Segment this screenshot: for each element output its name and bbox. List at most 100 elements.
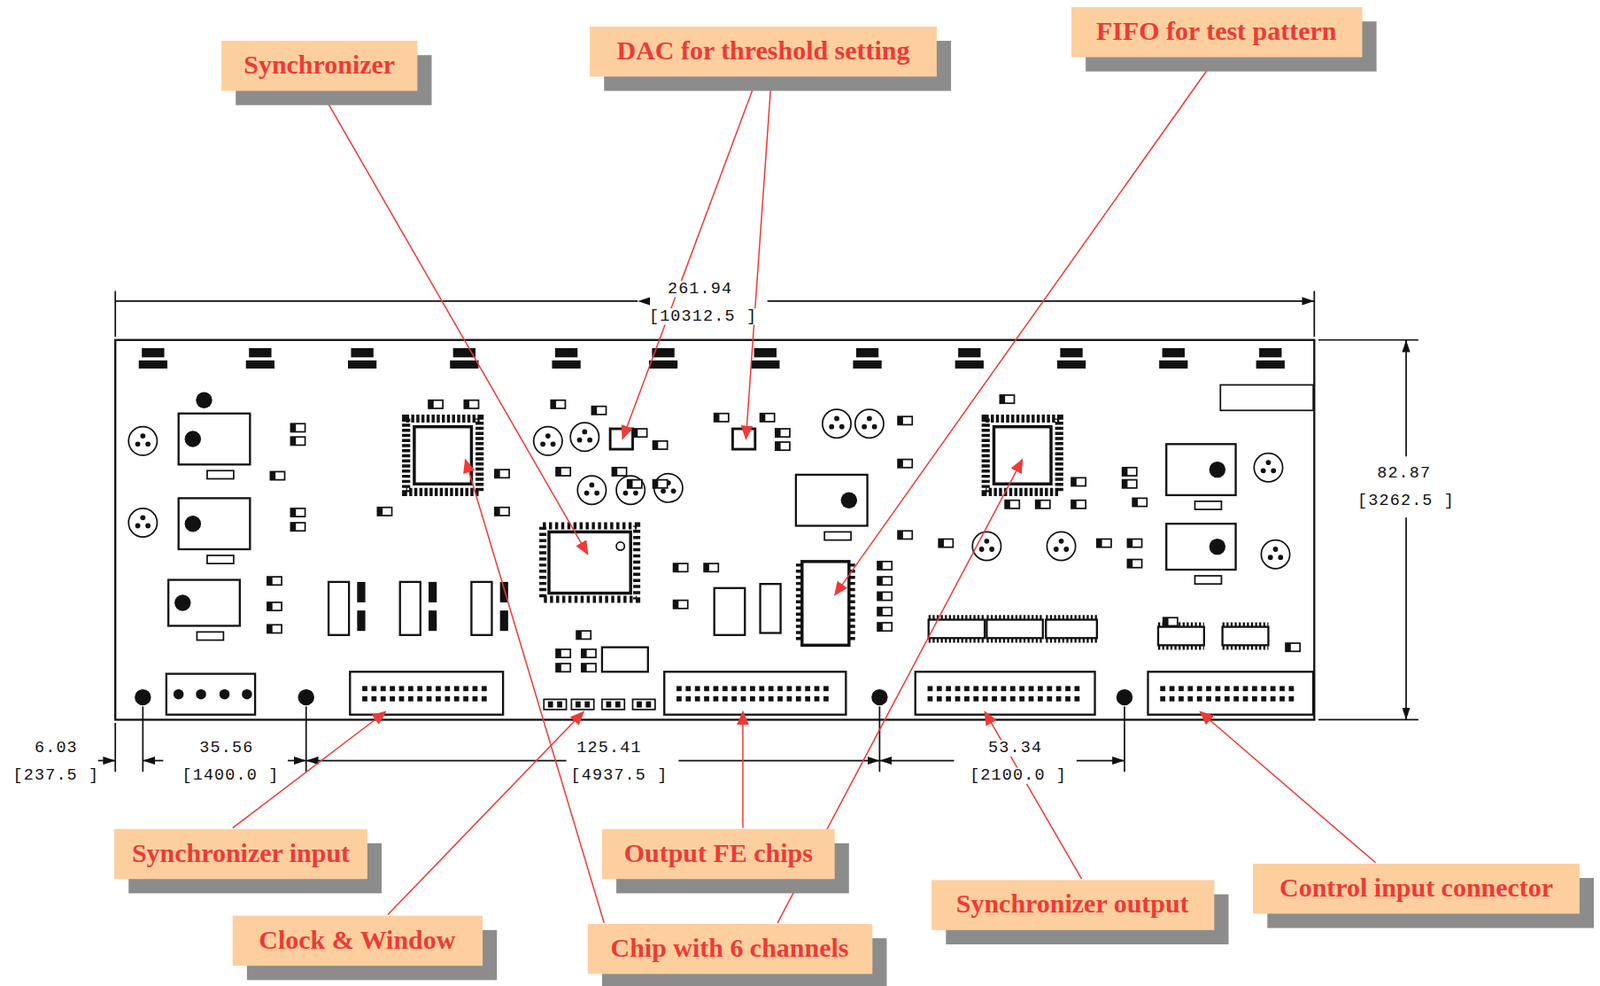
connector-pin <box>703 695 710 702</box>
smd-pad <box>290 423 296 432</box>
callout-label: Clock & Window <box>258 925 456 955</box>
connector-pin <box>1279 695 1285 702</box>
regulator-tab <box>174 594 191 611</box>
connector-pin <box>982 695 989 702</box>
connector-pin <box>1010 695 1016 702</box>
mounting-hole <box>871 688 888 705</box>
connector-pin <box>481 685 487 691</box>
callout-label: Synchronizer input <box>131 839 350 869</box>
connector-pin <box>713 685 719 691</box>
connector-pin <box>1178 695 1184 702</box>
smd-part <box>714 413 729 422</box>
callout-box: Chip with 6 channels <box>587 923 873 974</box>
smd-pad <box>1127 538 1133 547</box>
resistor <box>428 581 437 603</box>
jumper-pad <box>350 347 373 357</box>
connector-pin <box>454 685 460 691</box>
connector-pin <box>713 695 719 702</box>
connector-pin <box>945 695 951 702</box>
connector-pin <box>758 695 765 702</box>
smd-pad <box>377 507 383 516</box>
smd-pad <box>877 576 883 585</box>
jumper-pad <box>1162 347 1185 357</box>
smd-pad <box>877 561 883 570</box>
connector-pin <box>1289 695 1295 702</box>
smd-pad <box>1163 617 1169 626</box>
connector-pin <box>426 695 433 702</box>
smd-pad <box>494 469 501 478</box>
smd-pad <box>1071 500 1077 509</box>
jumper-pin <box>636 701 642 708</box>
transistor-pin <box>135 440 141 447</box>
connector-pin <box>1046 685 1052 691</box>
connector-pin <box>685 695 691 702</box>
connector-pin <box>1056 685 1062 691</box>
resistor <box>428 610 437 631</box>
leader-line <box>984 711 1082 879</box>
jumper-pad <box>852 360 882 369</box>
callout-label: DAC for threshold setting <box>617 37 911 67</box>
smd-pad <box>1035 500 1042 509</box>
smd-part <box>611 467 627 476</box>
connector-pin <box>804 685 811 691</box>
connector-pin <box>768 685 774 691</box>
callout-box: Synchronizer input <box>114 828 368 879</box>
transistor-pin <box>1266 459 1272 465</box>
terminal-pin <box>219 688 231 700</box>
smd-part <box>550 400 565 409</box>
connector-pin <box>731 695 737 702</box>
smd-part <box>1071 500 1086 509</box>
extension-line <box>1318 718 1419 721</box>
resistor <box>356 581 365 603</box>
connector-pin <box>1178 685 1184 691</box>
connector-pin <box>1001 695 1007 702</box>
smd-part <box>267 576 282 585</box>
transistor-pin <box>545 432 551 439</box>
smd-part <box>877 576 892 585</box>
connector-pin <box>768 695 774 702</box>
transistor <box>1046 531 1075 560</box>
connector-pin <box>796 695 802 702</box>
jumper-pin <box>575 701 581 708</box>
jumper-pad <box>856 347 879 357</box>
connector-pin <box>1197 695 1203 702</box>
smd-part <box>877 607 892 616</box>
connector-pin <box>804 695 811 702</box>
transistor <box>822 409 851 438</box>
transistor-pin <box>540 440 546 447</box>
connector-pin <box>389 685 395 691</box>
connector-pin <box>1187 695 1193 702</box>
terminal-pin <box>195 688 207 700</box>
resistor <box>356 610 365 631</box>
smd-pad <box>897 459 904 468</box>
connector-pin <box>435 685 441 691</box>
callout-label: Synchronizer <box>243 51 395 81</box>
transistor-pin <box>584 490 590 496</box>
connector-pin <box>1056 695 1062 702</box>
connector-pin <box>787 685 793 691</box>
transistor-pin <box>581 429 588 435</box>
jumper-pin <box>645 701 651 708</box>
transistor-pin <box>1267 554 1274 560</box>
connector-pin <box>1224 695 1230 702</box>
transistor-pin <box>1063 546 1069 552</box>
transistor-pin <box>139 514 146 520</box>
connector-pin <box>380 695 387 702</box>
smd-pad <box>1122 479 1129 488</box>
callout-label: Output FE chips <box>624 839 813 869</box>
smd-pad <box>775 428 781 437</box>
transistor <box>855 409 884 438</box>
connector-pin <box>1233 685 1239 691</box>
connector-pin <box>1159 685 1166 691</box>
connector-pin <box>417 685 423 691</box>
smd-part <box>703 563 719 572</box>
smd-pad <box>556 663 562 672</box>
ribbon-connector <box>349 671 503 714</box>
transistor-pin <box>587 437 593 443</box>
connector-pin <box>1270 695 1276 702</box>
smd-part <box>999 394 1014 403</box>
connector-pin <box>973 695 979 702</box>
connector-pin <box>389 695 395 702</box>
smd-part <box>591 406 606 415</box>
smd-part <box>1035 500 1051 509</box>
